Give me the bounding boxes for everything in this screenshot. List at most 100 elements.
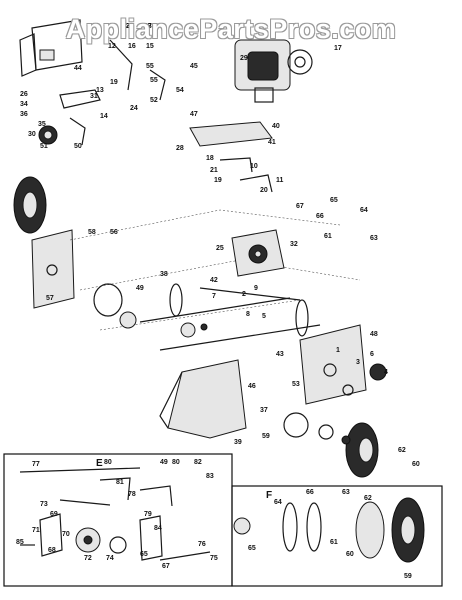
callout-24: 24 [130,105,138,112]
callout-60: 60 [412,461,420,468]
inset-e-callout-83: 83 [206,473,214,480]
inset-e-callout-78: 78 [128,491,136,498]
inset-e-callout-85: 85 [16,539,24,546]
callout-55: 55 [150,77,158,84]
callout-42: 42 [210,277,218,284]
callout-61: 61 [324,233,332,240]
callout-50: 50 [74,143,82,150]
callout-41: 41 [268,139,276,146]
callout-7: 7 [212,293,216,300]
callout-4: 4 [384,369,388,376]
callout-20: 20 [260,187,268,194]
inset-f-callout-62: 62 [364,495,372,502]
inset-e-callout-72: 72 [84,555,92,562]
callout-6: 6 [370,351,374,358]
bottom-tray [159,359,247,439]
inset-e [3,453,233,587]
inset-f-callout-60: 60 [346,551,354,558]
callout-44: 44 [74,65,82,72]
callout-64: 64 [360,207,368,214]
inset-e-callout-79: 79 [144,511,152,518]
callout-43: 43 [276,351,284,358]
frame-outline [69,209,361,331]
callout-36: 36 [20,111,28,118]
callout-48: 48 [370,331,378,338]
inset-e-callout-80: 80 [104,459,112,466]
callout-10: 10 [250,163,258,170]
callout-58: 58 [88,229,96,236]
inset-e-callout-71: 71 [32,527,40,534]
callout-1: 1 [336,347,340,354]
callout-16: 16 [128,43,136,50]
callout-59: 59 [262,433,270,440]
inset-e-callout-84: 84 [154,525,162,532]
callout-27: 27 [144,23,152,30]
inset-e-callout-82: 82 [194,459,202,466]
callout-38: 38 [160,271,168,278]
engine-assembly [234,39,313,103]
linkage-parts [38,39,166,146]
inset-e-label: E [96,458,103,469]
control-plate [189,121,273,193]
callout-5: 5 [262,313,266,320]
callout-25: 25 [216,245,224,252]
inset-f-callout-66: 66 [306,489,314,496]
callout-57: 57 [46,295,54,302]
callout-63: 63 [370,235,378,242]
gearbox [231,229,285,277]
inset-e-callout-73: 73 [40,501,48,508]
callout-31: 31 [90,93,98,100]
left-side-panel [31,229,75,309]
inset-e-callout-80: 80 [172,459,180,466]
callout-52: 52 [150,97,158,104]
callout-35: 35 [38,121,46,128]
handle-bracket [19,19,83,77]
inset-f-callout-65: 65 [248,545,256,552]
inset-e-callout-81: 81 [116,479,124,486]
inset-e-callout-74: 74 [106,555,114,562]
left-wheel [13,176,47,234]
callout-21: 21 [210,167,218,174]
callout-8: 8 [246,311,250,318]
callout-29: 29 [240,55,248,62]
inset-f-callout-59: 59 [404,573,412,580]
inset-e-callout-75: 75 [210,555,218,562]
callout-66: 66 [316,213,324,220]
callout-15: 15 [146,43,154,50]
callout-45: 45 [190,63,198,70]
callout-30: 30 [28,131,36,138]
inset-f-callout-63: 63 [342,489,350,496]
callout-65: 65 [330,197,338,204]
callout-67: 67 [296,203,304,210]
callout-55: 55 [146,63,154,70]
callout-13: 13 [96,87,104,94]
callout-19: 19 [214,177,222,184]
callout-28: 28 [176,145,184,152]
callout-53: 53 [292,381,300,388]
inset-e-callout-65: 65 [140,551,148,558]
callout-14: 14 [100,113,108,120]
inset-e-callout-77: 77 [32,461,40,468]
callout-23: 23 [144,23,152,30]
inset-f [231,485,443,587]
callout-12: 12 [108,43,116,50]
callout-33: 33 [122,23,130,30]
callout-3: 3 [356,359,360,366]
inset-e-callout-76: 76 [198,541,206,548]
inset-e-callout-69: 69 [50,511,58,518]
callout-47: 47 [190,111,198,118]
callout-2: 2 [242,291,246,298]
callout-18: 18 [206,155,214,162]
right-side-plate [299,324,387,405]
callout-34: 34 [20,101,28,108]
inset-e-callout-70: 70 [62,531,70,538]
callout-39: 39 [234,439,242,446]
callout-56: 56 [110,229,118,236]
callout-32: 32 [290,241,298,248]
inset-f-label: F [266,490,272,501]
